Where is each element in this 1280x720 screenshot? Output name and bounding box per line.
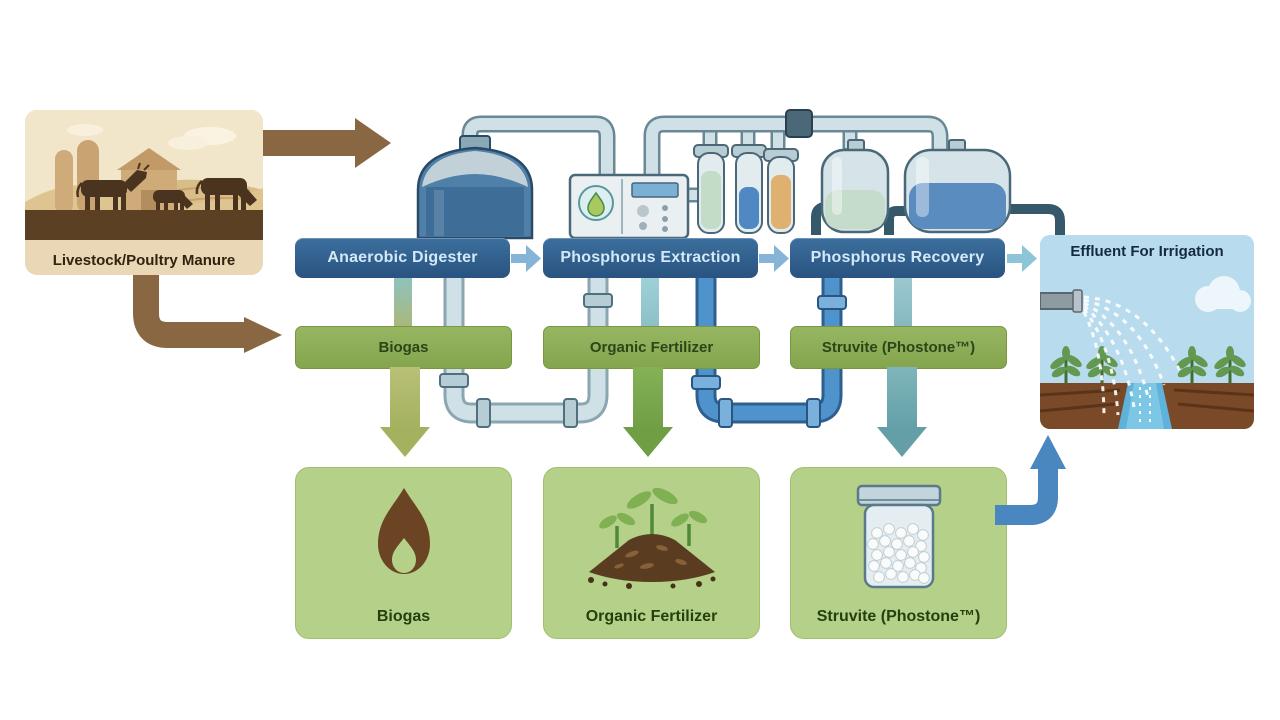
treatment-equipment-illustration xyxy=(416,109,1065,240)
pipe-junction-box xyxy=(785,109,813,138)
digester-tank-icon xyxy=(416,135,534,240)
crop-plants xyxy=(1050,346,1246,383)
stage-banner-anaerobic-digester: Anaerobic Digester xyxy=(295,238,510,278)
output-card-organic-fertilizer: Organic Fertilizer xyxy=(543,467,760,639)
connector-strip-extraction xyxy=(641,278,659,327)
livestock-manure-card: Livestock/Poultry Manure xyxy=(25,110,263,275)
product-box-biogas: Biogas xyxy=(295,326,512,369)
product-label: Struvite (Phostone™) xyxy=(821,339,976,356)
water-spray xyxy=(1082,295,1184,420)
product-box-struvite: Struvite (Phostone™) xyxy=(790,326,1007,369)
cow-silhouettes xyxy=(76,162,257,212)
stage-banner-phosphorus-recovery: Phosphorus Recovery xyxy=(790,238,1005,278)
compost-sprouts-icon xyxy=(587,487,715,589)
pipe-loop-extraction-recovery xyxy=(691,278,847,428)
flow-arrow-digester-to-extraction xyxy=(511,245,541,272)
product-label: Biogas xyxy=(378,339,429,356)
stage-label: Anaerobic Digester xyxy=(327,249,478,266)
effluent-irrigation-card: Effluent For Irrigation xyxy=(1040,235,1254,429)
irrigation-pipe-icon xyxy=(1040,289,1083,313)
pipe-loop-digester-extraction xyxy=(439,278,613,428)
farm-scene-illustration xyxy=(25,110,263,240)
struvite-to-effluent-arrow xyxy=(995,435,1066,525)
manure-to-biogas-arrow xyxy=(133,275,282,353)
product-label: Organic Fertilizer xyxy=(589,339,714,356)
down-arrow-biogas xyxy=(380,367,430,457)
flame-icon xyxy=(377,487,430,574)
stage-label: Phosphorus Recovery xyxy=(810,249,985,266)
stage-label: Phosphorus Extraction xyxy=(560,249,741,266)
output-card-biogas: Biogas xyxy=(295,467,512,639)
down-arrow-organic-fertilizer xyxy=(623,367,673,457)
livestock-manure-label: Livestock/Poultry Manure xyxy=(52,252,236,269)
flow-arrow-recovery-to-effluent xyxy=(1007,245,1037,272)
output-label-biogas: Biogas xyxy=(376,608,431,625)
flow-arrow-extraction-to-recovery xyxy=(759,245,789,272)
pipe-top-run xyxy=(643,109,949,203)
connector-strip-digester xyxy=(394,278,412,327)
manure-to-digester-arrow xyxy=(263,118,391,168)
down-arrow-struvite xyxy=(877,367,927,457)
effluent-title: Effluent For Irrigation xyxy=(1070,243,1224,260)
output-label-organic-fertilizer: Organic Fertilizer xyxy=(585,608,718,625)
extraction-columns-icon xyxy=(693,144,799,234)
recovery-tanks-icon xyxy=(811,139,1065,236)
stage-banner-phosphorus-extraction: Phosphorus Extraction xyxy=(543,238,758,278)
pipe-digester-to-panel xyxy=(461,115,616,175)
output-card-struvite: Struvite (Phostone™) xyxy=(790,467,1007,639)
pellet-jar-icon xyxy=(856,484,941,589)
product-box-organic-fertilizer: Organic Fertilizer xyxy=(543,326,760,369)
control-panel-icon xyxy=(568,173,690,240)
connector-strip-recovery xyxy=(894,278,912,327)
irrigation-scene-illustration xyxy=(1040,235,1254,429)
cloud-icon xyxy=(1195,276,1251,312)
output-label-struvite: Struvite (Phostone™) xyxy=(816,608,981,625)
